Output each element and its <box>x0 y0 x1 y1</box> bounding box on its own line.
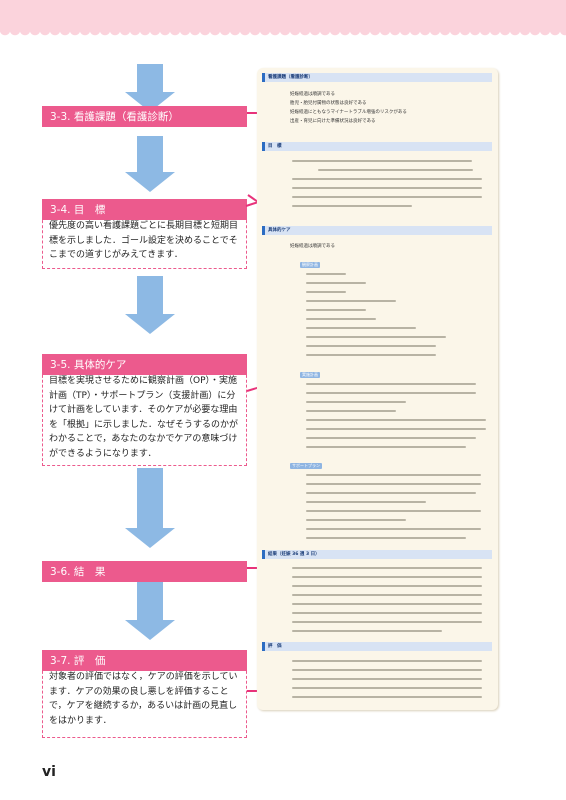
sheet-heading-result: 結果（妊娠 36 週 3 日） <box>262 550 492 559</box>
text-line <box>292 567 482 569</box>
sheet-heading-diagnosis: 看護課題（看護診断） <box>262 73 492 82</box>
text-line <box>306 474 481 476</box>
section-body-3-5: 目標を実現させるために観察計画（OP）・実施計画（TP）・サポートプラン（支援計… <box>42 370 247 466</box>
text-line <box>306 282 366 284</box>
section-header-3-5: 3-5. 具体的ケア <box>42 354 247 375</box>
text-line <box>292 687 482 689</box>
diagnosis-item: 妊娠経過は順調である <box>290 92 335 97</box>
text-line <box>306 327 416 329</box>
text-line <box>292 187 482 189</box>
text-line <box>292 612 482 614</box>
text-line <box>292 576 482 578</box>
text-line <box>306 437 476 439</box>
text-line <box>306 528 481 530</box>
text-line <box>292 594 482 596</box>
text-line <box>306 291 346 293</box>
text-line <box>306 510 481 512</box>
plan-label-sp: サポートプラン <box>290 463 322 469</box>
text-line <box>292 669 482 671</box>
text-line <box>306 336 446 338</box>
text-line <box>306 354 436 356</box>
text-line <box>306 492 476 494</box>
text-line <box>306 401 406 403</box>
text-line <box>306 483 481 485</box>
flow-arrow <box>125 136 175 192</box>
sheet-heading-evaluation: 評 価 <box>262 642 492 651</box>
diagnosis-item: 出産・育児に向けた準備状況は良好である <box>290 119 376 124</box>
text-line <box>292 196 482 198</box>
diagnosis-item: 胎児・胎児付属物の状態は良好である <box>290 101 367 106</box>
text-line <box>306 345 436 347</box>
plan-label-tp: 実施計画 <box>300 372 320 378</box>
text-line <box>306 309 366 311</box>
text-line <box>306 410 396 412</box>
page-number: vi <box>42 764 56 780</box>
text-line <box>306 273 346 275</box>
care-sub-heading: 妊娠経過は順調である <box>290 244 335 249</box>
text-line <box>292 660 482 662</box>
text-line <box>292 678 482 680</box>
text-line <box>306 392 476 394</box>
band-scallop <box>0 30 566 36</box>
section-header-3-7: 3-7. 評 価 <box>42 650 247 671</box>
sheet-heading-goal: 目 標 <box>262 142 492 151</box>
flow-arrow <box>125 64 175 112</box>
flow-arrow <box>125 276 175 334</box>
text-line <box>318 169 473 171</box>
flow-arrow <box>125 468 175 548</box>
text-line <box>292 178 482 180</box>
text-line <box>306 383 476 385</box>
section-header-3-3: 3-3. 看護課題（看護診断） <box>42 106 247 127</box>
diagnosis-item: 妊娠経過にともなうマイナートラブル増強のリスクがある <box>290 110 407 115</box>
text-line <box>306 318 376 320</box>
top-band <box>0 0 566 36</box>
section-body-3-7: 対象者の評価ではなく，ケアの評価を示しています．ケアの効果の良し悪しを評価するこ… <box>42 666 247 738</box>
plan-label-op: 観察計画 <box>300 262 320 268</box>
text-line <box>306 419 486 421</box>
text-line <box>306 501 426 503</box>
text-line <box>306 519 406 521</box>
text-line <box>292 160 472 162</box>
text-line <box>306 300 396 302</box>
text-line <box>292 630 442 632</box>
text-line <box>306 428 486 430</box>
section-header-3-6: 3-6. 結 果 <box>42 561 247 582</box>
section-header-3-4: 3-4. 目 標 <box>42 199 247 220</box>
text-line <box>292 585 482 587</box>
text-line <box>306 537 466 539</box>
text-line <box>292 696 482 698</box>
text-line <box>292 621 482 623</box>
sheet-heading-care: 具体的ケア <box>262 226 492 235</box>
text-line <box>306 446 466 448</box>
text-line <box>292 603 482 605</box>
text-line <box>292 205 412 207</box>
section-body-3-4: 優先度の高い看護課題ごとに長期目標と短期目標を示しました．ゴール設定を決めること… <box>42 215 247 269</box>
